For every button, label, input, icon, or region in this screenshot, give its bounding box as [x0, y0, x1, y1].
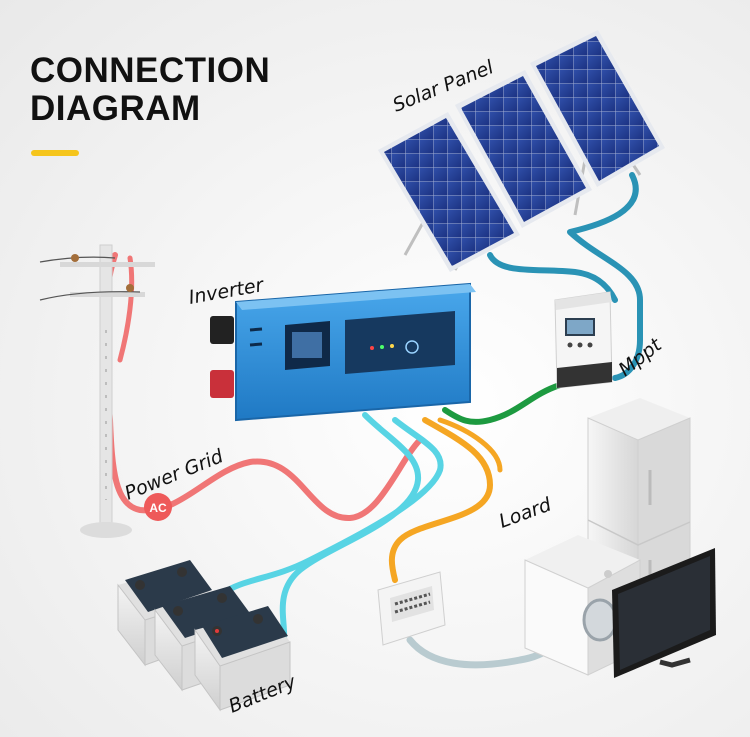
- power-grid-label: Power Grid: [122, 445, 228, 505]
- inverter-control-panel: [345, 311, 455, 374]
- utility-pole: [39, 244, 155, 538]
- television: [612, 548, 716, 678]
- load-wire: [388, 417, 493, 583]
- page-title: CONNECTION DIAGRAM: [30, 52, 270, 128]
- title-line-2: DIAGRAM: [30, 89, 201, 128]
- solar-panel-array: [378, 30, 665, 272]
- solar-to-mppt-wire: [487, 252, 618, 303]
- solar-to-mppt-wire-2: [567, 172, 643, 381]
- wires: [102, 172, 643, 669]
- battery-bank: [117, 560, 291, 712]
- ac-badge: AC: [144, 493, 172, 521]
- title-line-1: CONNECTION: [30, 51, 271, 90]
- title-accent-bar: [31, 150, 79, 156]
- inverter-terminal-black: [210, 316, 234, 344]
- load-label: Loard: [496, 493, 555, 532]
- battery-wire-2: [225, 417, 444, 593]
- mppt-controller: [554, 291, 613, 389]
- ac-badge-label: AC: [149, 501, 167, 515]
- grid-wire-2: [117, 255, 135, 363]
- distribution-box: [377, 571, 446, 646]
- solar-panel-2: [455, 70, 592, 228]
- mppt-to-inverter-wire: [442, 382, 563, 425]
- battery-3: [194, 606, 291, 712]
- inverter-terminal-red: [210, 370, 234, 398]
- solar-panel-3: [530, 30, 665, 187]
- inverter-unit: [210, 282, 476, 422]
- solar-panel-1: [378, 112, 520, 272]
- load-wire-2: [437, 417, 503, 473]
